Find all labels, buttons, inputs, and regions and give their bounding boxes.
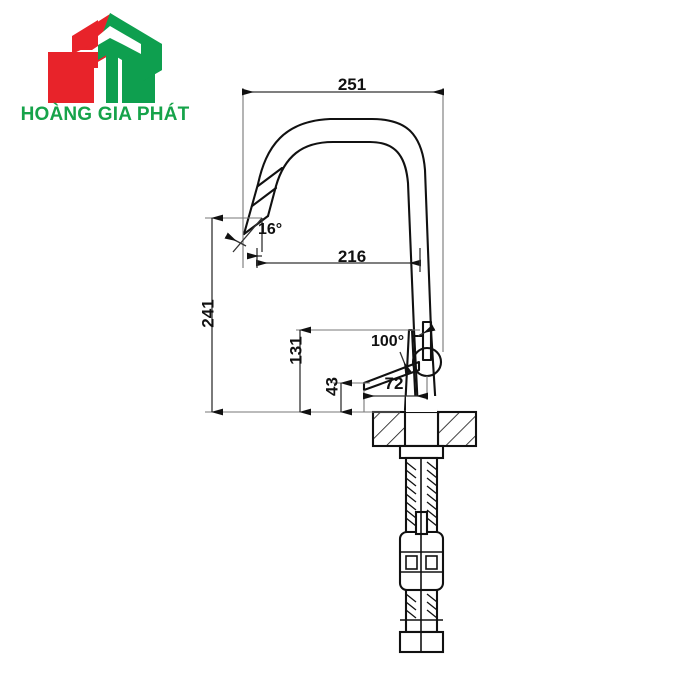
- mounting-washer: [398, 444, 445, 460]
- spout-inner-contour: [266, 140, 420, 412]
- angle16-spout-axis: [232, 217, 263, 253]
- spout-aerator-seam-upper: [256, 166, 284, 188]
- handle-stem: [421, 320, 433, 362]
- angle-label-100: 100°: [371, 333, 405, 350]
- dim-label-43: 43: [322, 377, 342, 396]
- dim-label-241: 241: [198, 299, 218, 328]
- shank-top-mask: [406, 396, 437, 412]
- logo-mark-icon: [48, 13, 162, 103]
- angle100-leader-upper: [417, 324, 436, 337]
- extension-lines: [205, 88, 444, 413]
- dim-label-216: 216: [337, 247, 367, 266]
- spout-outer-contour: [242, 117, 438, 412]
- dimension-lines: [211, 88, 444, 416]
- angle-leaders: [224, 217, 436, 375]
- countertop-section: [371, 410, 478, 448]
- dim-label-72: 72: [384, 374, 404, 393]
- dim-label-131: 131: [286, 336, 306, 365]
- shank-detail-lines: [400, 458, 443, 652]
- shank-collar: [403, 410, 440, 448]
- angle-label-16: 16°: [258, 221, 283, 238]
- company-logo: HOÀNG GIA PHÁT: [10, 8, 200, 133]
- thread-ticks: [405, 461, 438, 619]
- company-name-text: HOÀNG GIA PHÁT: [20, 104, 190, 125]
- dim-label-251: 251: [337, 75, 367, 94]
- angle100-leader-lower: [399, 351, 412, 375]
- angle16-arc-left: [224, 232, 247, 247]
- spout-aerator-seam-lower: [250, 186, 278, 208]
